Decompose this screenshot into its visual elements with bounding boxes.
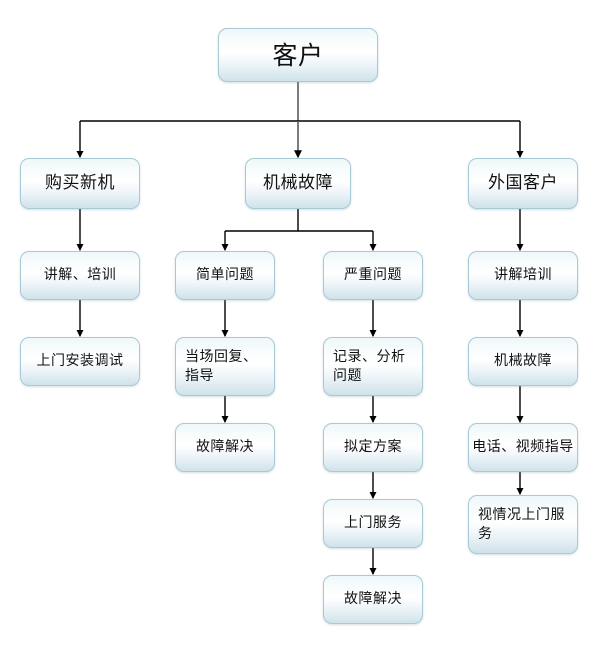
node-label: 客户 xyxy=(272,40,324,70)
node-record-analyze-problem[interactable]: 记录、分析问题 xyxy=(323,337,423,396)
node-label: 视情况上门服务 xyxy=(478,507,565,542)
node-label: 机械故障 xyxy=(263,173,333,194)
node-label: 讲解、培训 xyxy=(43,267,117,284)
node-label: 外国客户 xyxy=(488,173,558,194)
node-foreign-customer[interactable]: 外国客户 xyxy=(468,158,578,209)
node-mechanical-failure-foreign[interactable]: 机械故障 xyxy=(468,337,578,386)
node-onsite-reply-guidance[interactable]: 当场回复、指导 xyxy=(175,337,275,396)
node-label: 记录、分析问题 xyxy=(333,349,406,384)
node-onsite-service[interactable]: 上门服务 xyxy=(323,499,423,548)
node-label: 故障解决 xyxy=(344,591,402,608)
node-explain-training[interactable]: 讲解、培训 xyxy=(20,251,140,300)
node-buy-new-machine[interactable]: 购买新机 xyxy=(20,158,140,209)
node-phone-video-guidance[interactable]: 电话、视频指导 xyxy=(468,423,578,472)
node-label: 上门服务 xyxy=(344,515,402,532)
node-severe-fault-resolved[interactable]: 故障解决 xyxy=(323,575,423,624)
node-label: 严重问题 xyxy=(344,267,402,284)
node-severe-problem[interactable]: 严重问题 xyxy=(323,251,423,300)
node-label: 讲解培训 xyxy=(494,267,552,284)
node-simple-problem[interactable]: 简单问题 xyxy=(175,251,275,300)
node-explain-training-foreign[interactable]: 讲解培训 xyxy=(468,251,578,300)
node-onsite-installation-debugging[interactable]: 上门安装调试 xyxy=(20,337,140,386)
node-label: 故障解决 xyxy=(196,439,254,456)
node-draft-plan[interactable]: 拟定方案 xyxy=(323,423,423,472)
node-label: 当场回复、指导 xyxy=(185,349,258,384)
node-mechanical-failure[interactable]: 机械故障 xyxy=(245,158,351,209)
node-label: 拟定方案 xyxy=(344,439,402,456)
node-root-customer[interactable]: 客户 xyxy=(218,28,378,82)
node-label: 电话、视频指导 xyxy=(472,439,574,456)
node-label: 上门安装调试 xyxy=(36,353,124,370)
node-label: 简单问题 xyxy=(196,267,254,284)
node-label: 机械故障 xyxy=(494,353,552,370)
node-label: 购买新机 xyxy=(45,173,115,194)
node-simple-fault-resolved[interactable]: 故障解决 xyxy=(175,423,275,472)
node-onsite-service-as-needed[interactable]: 视情况上门服务 xyxy=(468,495,578,554)
